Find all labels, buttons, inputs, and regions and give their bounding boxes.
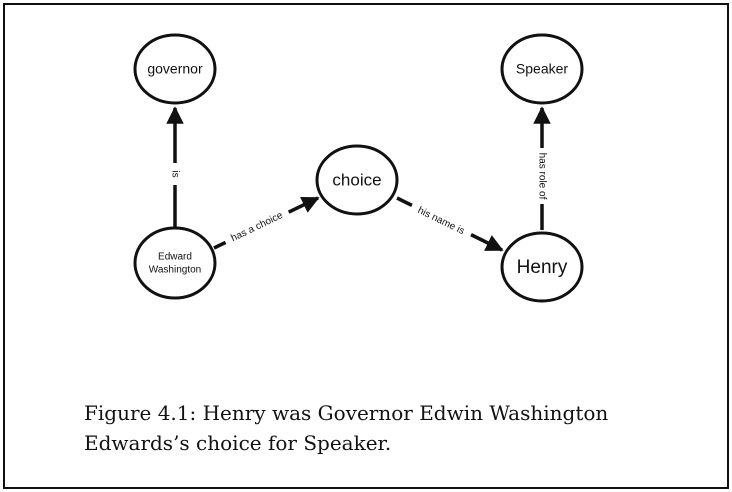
- edge-has-role-of-label: has role of: [536, 153, 547, 200]
- edge-has-a-choice-label-bg: [222, 205, 292, 249]
- node-edward-label-line2: Washington: [149, 265, 201, 276]
- edge-his-name-is-label-bg: [408, 200, 474, 242]
- node-edward-label-line1: Edward: [158, 252, 192, 263]
- figure-frame: [3, 3, 729, 489]
- edge-has-a-choice: has a choice: [213, 196, 320, 250]
- edge-is-label-bg: [169, 163, 181, 185]
- edge-is: is: [166, 106, 184, 229]
- node-choice-label: choice: [332, 170, 381, 189]
- edge-has-role-of: has role of: [533, 106, 551, 230]
- node-henry-circle: [500, 231, 584, 303]
- edge-his-name-is: his name is: [396, 196, 504, 252]
- node-henry-label: Henry: [517, 257, 568, 278]
- caption-line-1: Figure 4.1: Henry was Governor Edwin Was…: [84, 401, 609, 425]
- figure-caption: Figure 4.1: Henry was Governor Edwin Was…: [84, 398, 684, 458]
- node-speaker: Speaker: [500, 33, 584, 105]
- edge-has-a-choice-label: has a choice: [229, 210, 285, 244]
- node-governor: governor: [133, 33, 217, 105]
- node-speaker-label: Speaker: [516, 61, 568, 77]
- node-governor-circle: [133, 33, 217, 105]
- edge-his-name-is-label: his name is: [416, 205, 466, 237]
- caption-line-2: Edwards’s choice for Speaker.: [84, 431, 392, 455]
- node-choice-circle: [315, 144, 399, 216]
- edge-is-label: is: [169, 170, 180, 177]
- node-edward-washington: Edward Washington: [133, 226, 217, 300]
- edge-has-role-of-label-bg: [535, 148, 549, 204]
- node-speaker-circle: [500, 33, 584, 105]
- node-governor-label: governor: [147, 61, 203, 77]
- node-henry: Henry: [500, 231, 584, 303]
- node-choice: choice: [315, 144, 399, 216]
- node-edward-washington-circle: [133, 226, 217, 300]
